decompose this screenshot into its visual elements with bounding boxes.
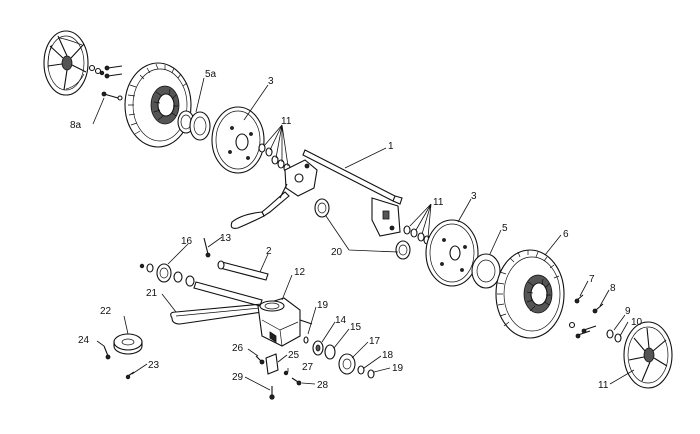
callout-29: 29 [232,372,244,383]
misc-fasteners [103,237,302,400]
callout-8a: 8a [70,120,82,131]
axle-assembly [230,149,403,237]
bearing-5 [471,253,501,289]
callout-11-right: 11 [433,197,444,208]
callout-6: 6 [563,229,569,240]
callout-17: 17 [369,336,381,347]
callout-26: 26 [232,343,244,354]
right-wheel-fasteners [568,294,622,343]
gearbox-output-parts [303,336,375,379]
callout-12: 12 [294,267,306,278]
drive-shaft-left-parts [139,263,263,307]
callout-13: 13 [220,233,232,244]
callout-1: 1 [388,141,394,152]
callout-14: 14 [335,315,347,326]
callout-27: 27 [302,362,314,373]
callout-25: 25 [288,350,300,361]
callout-10: 10 [631,317,643,328]
callout-7: 7 [589,274,595,285]
callout-5a: 5a [205,69,217,80]
left-wheel-plate [211,106,265,174]
drive-belt [170,303,266,325]
left-washers [258,143,291,173]
callout-8: 8 [610,283,616,294]
callout-3-left: 3 [268,76,274,87]
bearing-5a [177,110,211,141]
right-wheel-plate [425,219,479,287]
callout-9: 9 [625,306,631,317]
leader-lines [92,77,635,391]
callout-24: 24 [78,335,90,346]
drive-shaft [217,260,269,281]
callout-5: 5 [502,223,508,234]
axle-bushings [314,198,411,260]
right-hubcap [623,321,673,389]
callout-22: 22 [100,306,112,317]
callout-28: 28 [317,380,329,391]
callout-11-hubcap: 11 [598,380,609,391]
callout-19-bottom: 19 [392,363,404,374]
callout-20: 20 [331,247,343,258]
left-wheel-fasteners [88,64,123,101]
callout-21: 21 [146,288,158,299]
left-wheel [124,62,192,148]
left-hubcap [43,30,89,96]
callout-15: 15 [350,322,362,333]
callout-labels: 8a 5a 3 11 1 11 3 5 6 20 2 13 16 12 21 1… [70,69,643,391]
callout-19-top: 19 [317,300,329,311]
callout-3-right: 3 [471,191,477,202]
right-wheel [495,249,565,339]
callout-16: 16 [181,236,193,247]
gearbox [257,297,313,347]
callout-2: 2 [266,246,272,257]
callout-23: 23 [148,360,160,371]
callout-18: 18 [382,350,394,361]
pulley [113,333,143,355]
callout-11-left: 11 [281,116,292,127]
